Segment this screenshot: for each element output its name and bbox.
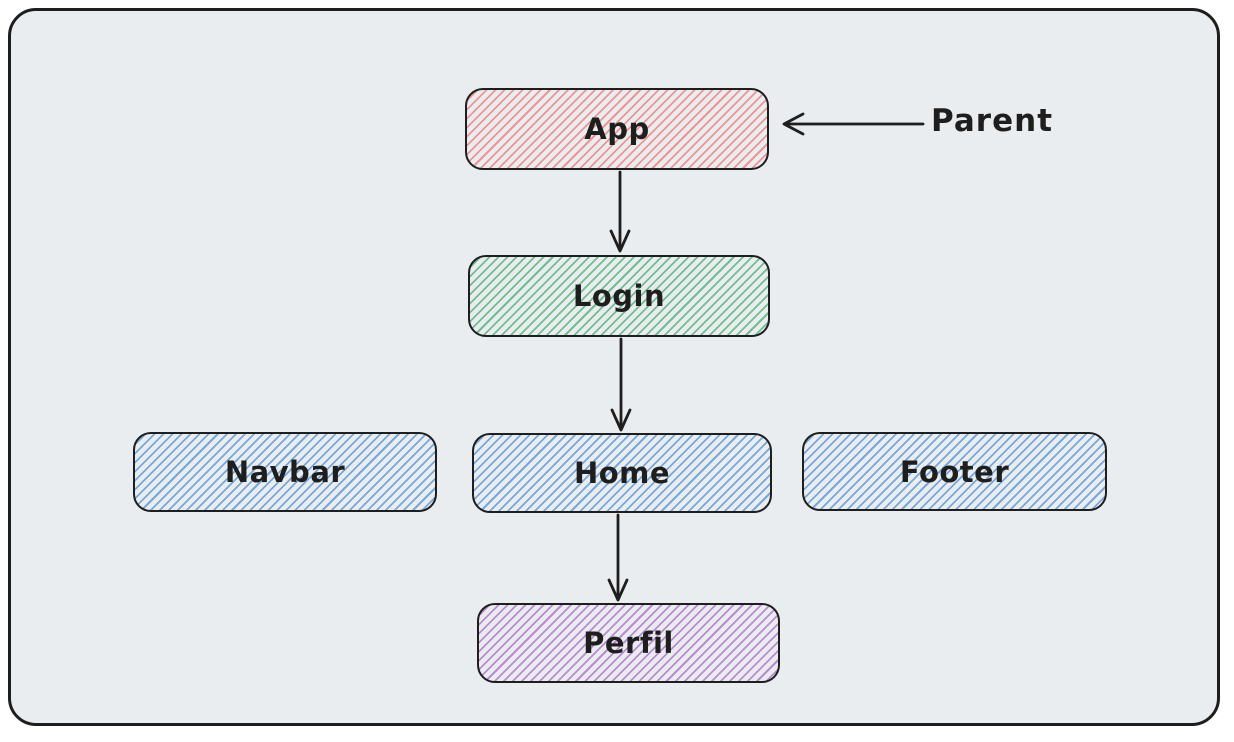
node-perfil-label: Perfil xyxy=(583,626,674,660)
parent-label: Parent xyxy=(931,103,1054,139)
node-home-label: Home xyxy=(573,456,671,490)
node-perfil: Perfil xyxy=(477,603,780,683)
node-home: Home xyxy=(472,433,772,513)
node-navbar-label: Navbar xyxy=(224,455,346,489)
node-app: App xyxy=(465,88,769,170)
node-footer: Footer xyxy=(802,432,1107,511)
node-login-label: Login xyxy=(572,279,666,313)
node-app-label: App xyxy=(584,112,650,146)
node-footer-label: Footer xyxy=(899,454,1010,489)
node-navbar: Navbar xyxy=(133,432,437,512)
node-login: Login xyxy=(468,255,770,337)
